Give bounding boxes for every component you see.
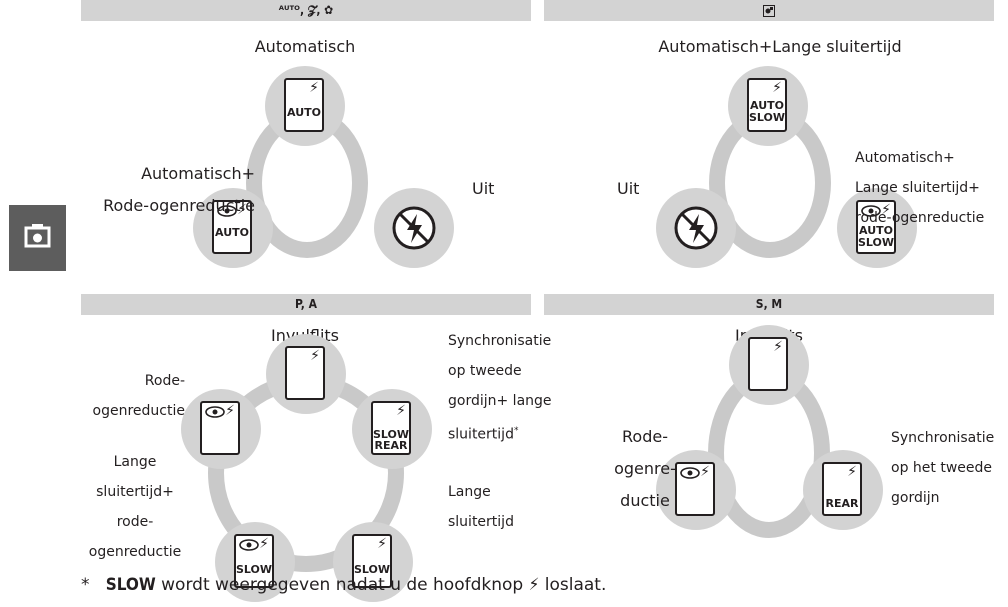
q4-node-fill: ⚡ <box>729 325 809 405</box>
q4-node-rear: ⚡ REAR <box>803 450 883 530</box>
eye-icon <box>205 406 225 418</box>
q3-rt-label-4: sluitertijd* <box>448 426 519 443</box>
q3-node-redeye: ⚡ <box>181 389 261 469</box>
q3-lt-label-2: ogenreductie <box>92 403 185 419</box>
footnote-marker: * <box>513 426 519 436</box>
flash-off-icon <box>392 206 436 250</box>
eye-icon <box>680 467 700 479</box>
flash-card: ⚡ SLOW <box>352 534 392 588</box>
bolt-icon: ⚡ <box>237 202 247 218</box>
flash-card: ⚡ REAR <box>822 462 862 516</box>
bolt-icon: ⚡ <box>847 464 857 480</box>
header-q4: S, M <box>544 294 994 315</box>
flash-card: ⚡ AUTO <box>284 78 324 132</box>
camera-tab <box>9 205 66 271</box>
bolt-icon: ⚡ <box>225 403 235 419</box>
q1-node-auto: ⚡ AUTO <box>265 66 345 146</box>
header-q2 <box>544 0 994 21</box>
q2-title: Automatisch+Lange sluitertijd <box>658 37 902 56</box>
q3-rt-label-2: op tweede <box>448 363 522 379</box>
q4-right-label-2: op het tweede <box>891 460 992 476</box>
q2-node-auto-slow: ⚡ AUTO SLOW <box>728 66 808 146</box>
flash-card: ⚡ SLOW REAR <box>371 401 411 455</box>
q3-rt-label-3: gordijn+ lange <box>448 393 552 409</box>
q4-right-label-1: Synchronisatie <box>891 430 995 446</box>
bolt-icon: ⚡ <box>528 575 540 595</box>
q4-left-label-2: ogenre- <box>614 459 676 478</box>
flash-card: ⚡ AUTO <box>212 200 252 254</box>
q1-node-off <box>374 188 454 268</box>
q3-lb-label-2: sluitertijd+ <box>96 484 174 500</box>
q2-node-off <box>656 188 736 268</box>
q3-rb-label-1: Lange <box>448 484 491 500</box>
footnote-bold: SLOW <box>105 575 156 595</box>
q1-left-label-1: Automatisch+ <box>141 164 255 183</box>
q3-node-slow-redeye: ⚡ SLOW <box>215 522 295 602</box>
bolt-icon: ⚡ <box>881 202 891 218</box>
bolt-icon: ⚡ <box>700 464 710 480</box>
bolt-icon: ⚡ <box>377 536 387 552</box>
flash-card: ⚡ <box>285 346 325 400</box>
bolt-icon: ⚡ <box>773 339 783 355</box>
bolt-icon: ⚡ <box>772 80 782 96</box>
q3-rb-label-2: sluitertijd <box>448 514 514 530</box>
q1-title: Automatisch <box>254 37 356 56</box>
q4-left-label-1: Rode- <box>622 427 668 446</box>
eye-icon <box>239 539 259 551</box>
eye-icon <box>217 205 237 217</box>
flash-off-icon <box>674 206 718 250</box>
bolt-icon: ⚡ <box>396 403 406 419</box>
flash-card: ⚡ <box>200 401 240 455</box>
q4-left-label-3: ductie <box>620 491 670 510</box>
q3-node-slow-rear: ⚡ SLOW REAR <box>352 389 432 469</box>
q3-lb-label-4: ogenreductie <box>88 544 182 560</box>
q2-right-label-3: rode-ogenreductie <box>855 210 985 226</box>
q1-left-label-2: Rode-ogenreductie <box>103 196 255 215</box>
night-portrait-icon <box>763 4 775 17</box>
bolt-icon: ⚡ <box>259 536 269 552</box>
q1-node-auto-redeye: ⚡ AUTO <box>193 188 273 268</box>
q4-right-label-3: gordijn <box>891 490 940 506</box>
flash-card: ⚡ AUTO SLOW <box>856 200 896 254</box>
eye-icon <box>861 205 881 217</box>
camera-icon <box>24 224 51 248</box>
flash-card: ⚡ <box>675 462 715 516</box>
q4-node-redeye: ⚡ <box>656 450 736 530</box>
flash-card: ⚡ SLOW <box>234 534 274 588</box>
bolt-icon: ⚡ <box>310 348 320 364</box>
q3-node-fill: ⚡ <box>266 334 346 414</box>
q2-left-label: Uit <box>617 179 640 198</box>
q2-right-label-1: Automatisch+ <box>855 150 955 166</box>
q3-lb-label-3: rode- <box>116 514 154 530</box>
header-q1: ᴬᵁᵀᴼ, 𝓩, ✿ <box>81 0 531 21</box>
footnote: * SLOW wordt weergegeven nadat u de hoof… <box>81 575 607 595</box>
q3-rt-label-1: Synchronisatie <box>448 333 552 349</box>
q3-node-slow: ⚡ SLOW <box>333 522 413 602</box>
q2-node-auto-slow-redeye: ⚡ AUTO SLOW <box>837 188 917 268</box>
q1-right-label: Uit <box>472 179 495 198</box>
header-q3: P, A <box>81 294 531 315</box>
bolt-icon: ⚡ <box>309 80 319 96</box>
flash-card: ⚡ <box>748 337 788 391</box>
q3-lb-label-1: Lange <box>113 454 157 470</box>
q3-lt-label-1: Rode- <box>144 373 185 389</box>
flash-card: ⚡ AUTO SLOW <box>747 78 787 132</box>
q2-right-label-2: Lange sluitertijd+ <box>855 180 980 196</box>
